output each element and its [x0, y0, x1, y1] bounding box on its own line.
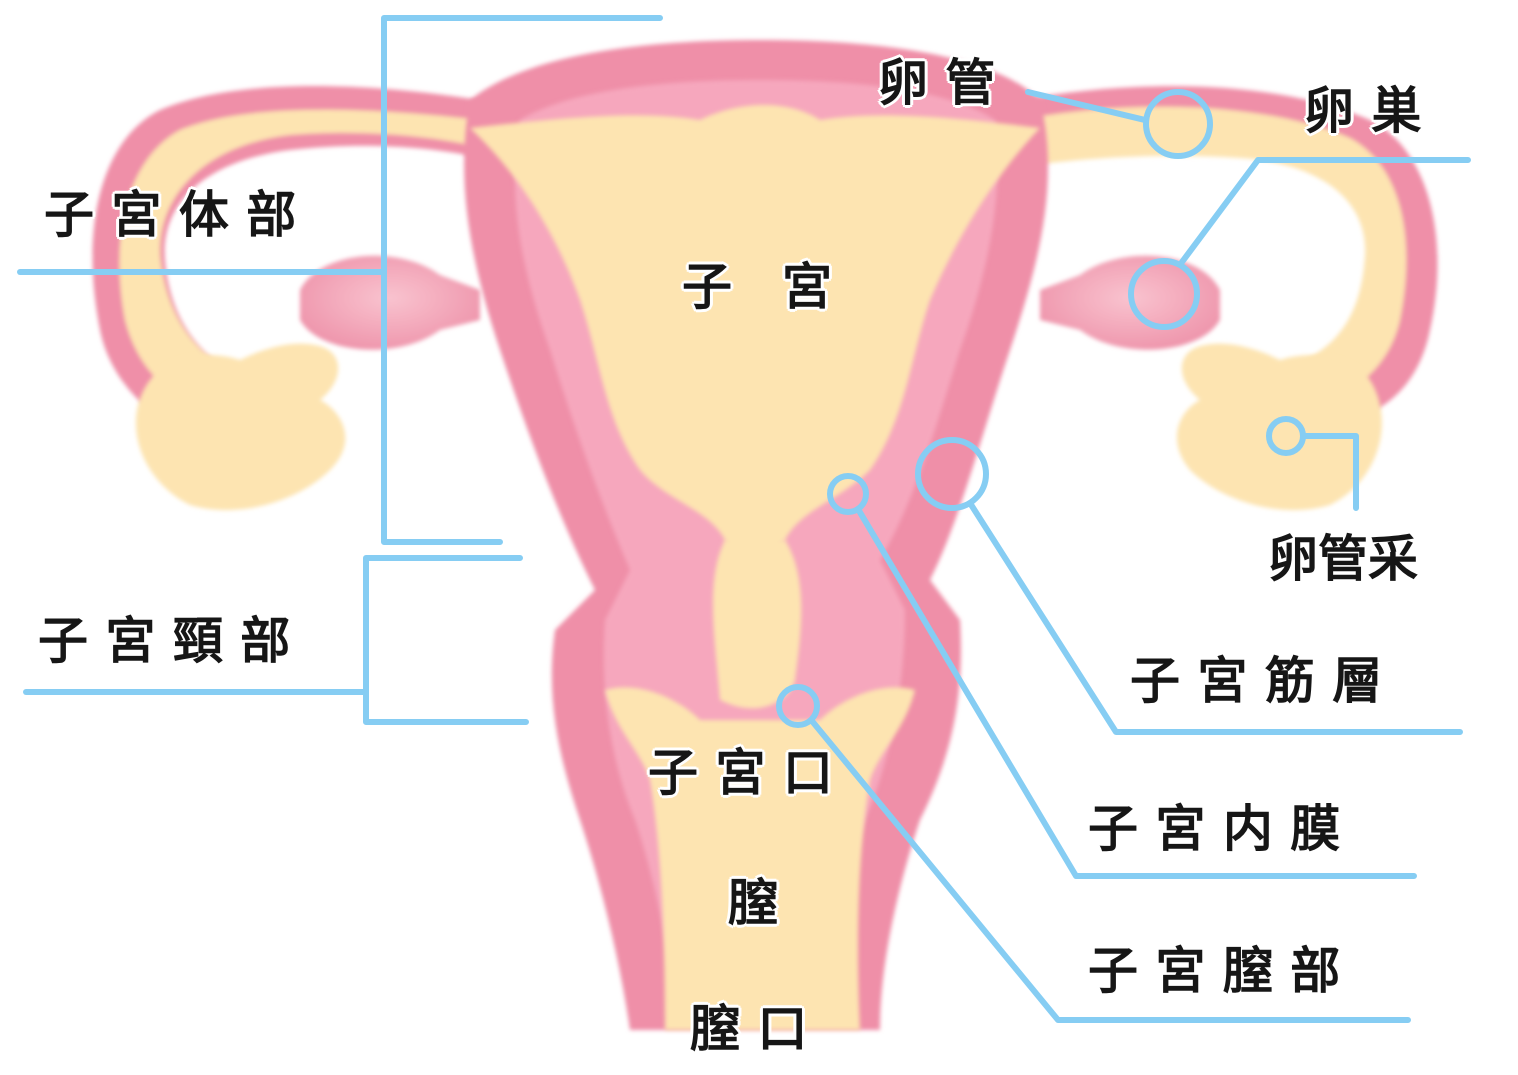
label-uterus: 子 宮 — [682, 257, 832, 316]
label-external-os: 子 宮 口 — [648, 743, 833, 802]
label-vagina: 膣 — [728, 873, 778, 932]
ovary-marker — [1128, 258, 1200, 330]
vaginal-portion-marker — [776, 684, 820, 728]
myometrium-leader — [967, 500, 1463, 735]
label-ovary: 卵 巣 — [1304, 81, 1422, 140]
fimbriae-leader — [1300, 433, 1359, 511]
vaginal-portion-leader — [809, 718, 1411, 1023]
right-fallopian-tube — [1020, 86, 1438, 420]
cervical-canal — [713, 540, 802, 709]
right-fimbriae — [1176, 343, 1382, 511]
fallopian-tube-marker — [1143, 89, 1213, 159]
myometrium-marker — [915, 437, 989, 511]
left-ovary — [300, 255, 480, 350]
fallopian-tube-leader — [1025, 89, 1148, 123]
cervix-bracket — [363, 555, 529, 725]
label-myometrium: 子 宮 筋 層 — [1130, 651, 1383, 710]
label-fallopian-tube: 卵 管 — [878, 53, 996, 112]
endometrium-marker — [827, 473, 869, 515]
label-fimbriae: 卵管采 — [1268, 529, 1418, 588]
vaginal-canal — [605, 687, 915, 1030]
endometrium-leader — [855, 506, 1417, 879]
uterine-body-bracket — [381, 15, 663, 545]
label-vaginal-opening: 膣 口 — [690, 999, 808, 1058]
uterine-cavity — [470, 105, 1040, 555]
label-cervix: 子 宮 頸 部 — [38, 611, 291, 670]
ovary-leader — [1179, 157, 1471, 265]
label-endometrium: 子 宮 内 膜 — [1088, 799, 1341, 858]
left-fimbriae — [135, 343, 346, 511]
label-uterine-body: 子 宮 体 部 — [44, 185, 297, 244]
label-vaginal-portion: 子 宮 膣 部 — [1088, 941, 1341, 1000]
left-fallopian-tube — [92, 86, 490, 431]
